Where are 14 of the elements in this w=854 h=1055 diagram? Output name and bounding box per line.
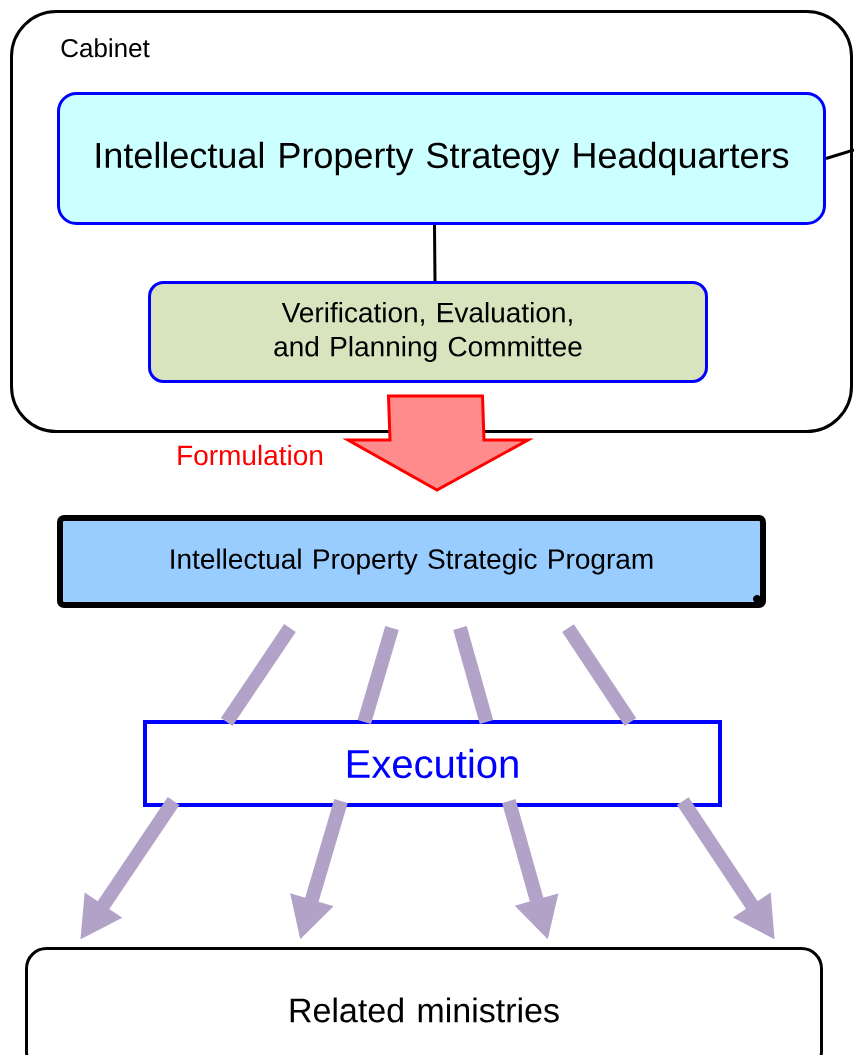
ministries-box: Related ministries bbox=[25, 947, 823, 1055]
committee-box: Verification, Evaluation, and Planning Committee bbox=[148, 281, 708, 383]
connector-line bbox=[562, 624, 637, 726]
edge-label: Formulation bbox=[175, 443, 325, 467]
block-arrow bbox=[342, 394, 534, 492]
execution-box: Execution bbox=[143, 720, 722, 807]
headquarters-box: Intellectual Property Strategy Headquarters bbox=[57, 92, 826, 225]
connector-line bbox=[357, 626, 399, 724]
connector-line bbox=[825, 148, 854, 160]
connector-line bbox=[220, 624, 296, 726]
connector-line bbox=[453, 626, 494, 724]
connector-line bbox=[433, 225, 437, 282]
program-box: Intellectual Property Strategic Program bbox=[57, 515, 766, 608]
box-heading: Cabinet bbox=[61, 38, 150, 58]
